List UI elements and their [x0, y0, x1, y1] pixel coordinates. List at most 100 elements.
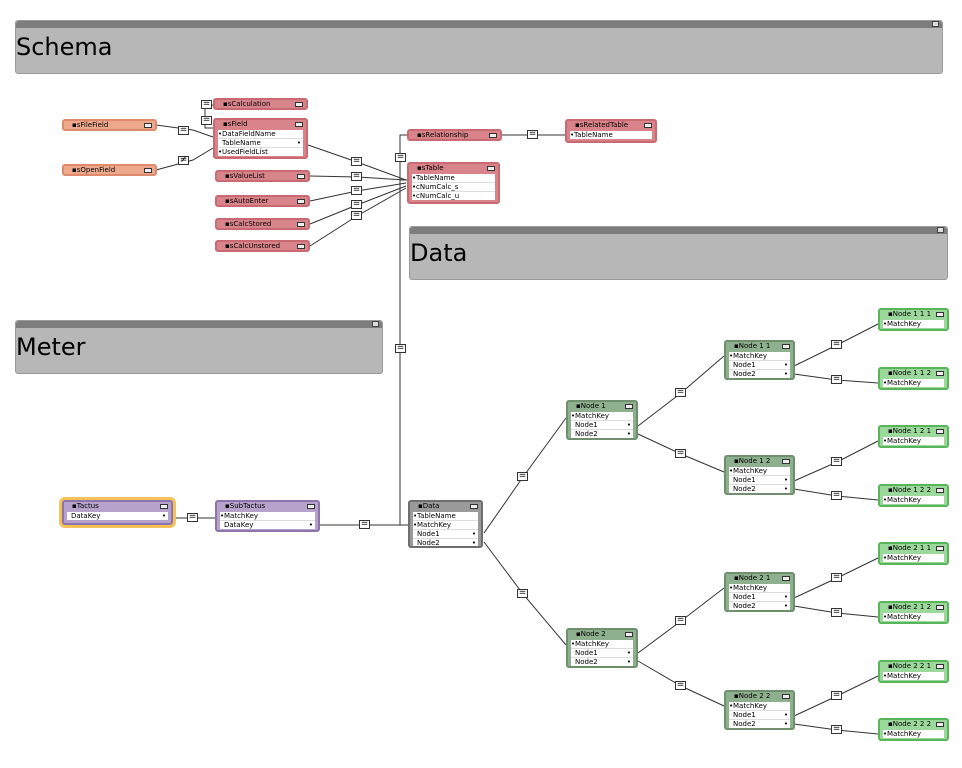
table-srelationship[interactable]: ▪sRelationship [407, 129, 502, 141]
field-row[interactable]: •MatchKey [883, 672, 922, 680]
field-row[interactable]: Node1• [571, 649, 633, 658]
table-node-1-1-1[interactable]: ▪Node 1 1 1 •MatchKey [878, 308, 949, 331]
collapse-icon[interactable] [782, 344, 790, 349]
equal-operator[interactable]: = [831, 490, 842, 500]
field-row[interactable]: •MatchKey [220, 512, 315, 521]
field-row[interactable]: Node1• [729, 476, 790, 485]
data-group[interactable]: Data [409, 226, 948, 280]
field-row[interactable]: Node1• [729, 593, 790, 602]
field-row[interactable]: •MatchKey [883, 379, 922, 387]
collapse-icon[interactable] [297, 222, 305, 227]
field-row[interactable]: •MatchKey [729, 584, 790, 593]
field-row[interactable]: •MatchKey [729, 467, 790, 476]
field-row[interactable]: •MatchKey [729, 352, 790, 361]
field-row[interactable]: •TableName [412, 174, 495, 183]
equal-operator[interactable]: = [178, 125, 189, 135]
collapse-icon[interactable] [625, 404, 633, 409]
collapse-icon[interactable] [487, 166, 495, 171]
field-row[interactable]: TableName• [218, 139, 303, 148]
table-node-2-1[interactable]: ▪Node 2 1 •MatchKey Node1• Node2• [724, 572, 795, 612]
equal-operator[interactable]: = [675, 448, 686, 458]
equal-operator[interactable]: = [675, 615, 686, 625]
table-subtactus[interactable]: ▪SubTactus •MatchKey DataKey• [215, 500, 320, 532]
collapse-icon[interactable] [782, 694, 790, 699]
table-node-2-2-1[interactable]: ▪Node 2 2 1 •MatchKey [878, 660, 949, 683]
field-row[interactable]: Node1• [571, 421, 633, 430]
table-sfield[interactable]: ▪sField •DataFieldName TableName• •UsedF… [213, 118, 308, 159]
field-row[interactable]: •MatchKey [729, 702, 790, 711]
field-row[interactable]: •MatchKey [883, 613, 922, 621]
collapse-icon[interactable] [144, 168, 152, 173]
field-row[interactable]: Node2• [733, 485, 788, 493]
field-row[interactable]: Node1• [729, 711, 790, 720]
table-node-1-2-2[interactable]: ▪Node 1 2 2 •MatchKey [878, 484, 949, 507]
field-row[interactable]: •MatchKey [883, 496, 922, 504]
equal-operator[interactable]: = [527, 129, 538, 139]
collapse-icon[interactable] [937, 227, 944, 233]
equal-operator[interactable]: = [831, 374, 842, 384]
equal-operator[interactable]: = [517, 471, 528, 481]
table-node-1[interactable]: ▪Node 1 •MatchKey Node1• Node2• [566, 400, 638, 440]
collapse-icon[interactable] [307, 504, 315, 509]
field-row[interactable]: •UsedFieldList [218, 148, 268, 156]
table-node-2[interactable]: ▪Node 2 •MatchKey Node1• Node2• [566, 628, 638, 668]
collapse-icon[interactable] [625, 632, 633, 637]
table-node-2-1-2[interactable]: ▪Node 2 1 2 •MatchKey [878, 601, 949, 624]
table-scalcstored[interactable]: ▪sCalcStored [215, 218, 310, 230]
equal-operator[interactable]: = [351, 156, 362, 166]
equal-operator[interactable]: = [675, 387, 686, 397]
field-row[interactable]: •MatchKey [571, 412, 633, 421]
field-row[interactable]: •MatchKey [571, 640, 633, 649]
collapse-icon[interactable] [489, 133, 497, 138]
collapse-icon[interactable] [297, 174, 305, 179]
equal-operator[interactable]: = [831, 724, 842, 734]
field-row[interactable]: •cNumCalc_s [412, 183, 495, 192]
field-row[interactable]: •TableName [570, 131, 613, 139]
table-srelatedtable[interactable]: ▪sRelatedTable •TableName [565, 119, 657, 143]
collapse-icon[interactable] [160, 504, 168, 509]
table-sfilefield[interactable]: ▪sFileField [62, 119, 157, 131]
equal-operator[interactable]: = [359, 519, 370, 529]
equal-operator[interactable]: = [395, 152, 406, 162]
field-row[interactable]: •TableName [413, 512, 478, 521]
table-node-2-1-1[interactable]: ▪Node 2 1 1 •MatchKey [878, 542, 949, 565]
equal-operator[interactable]: = [201, 115, 212, 125]
collapse-icon[interactable] [295, 102, 303, 107]
field-row[interactable]: •MatchKey [883, 730, 922, 738]
field-row[interactable]: •cNumCalc_u [412, 192, 460, 200]
field-row[interactable]: Node2• [575, 430, 631, 438]
collapse-icon[interactable] [932, 21, 939, 27]
table-svaluelist[interactable]: ▪sValueList [215, 170, 310, 182]
table-node-1-1[interactable]: ▪Node 1 1 •MatchKey Node1• Node2• [724, 340, 795, 380]
equal-operator[interactable]: = [831, 572, 842, 582]
equal-operator[interactable]: = [831, 339, 842, 349]
collapse-icon[interactable] [936, 722, 944, 727]
field-row[interactable]: DataKey• [71, 512, 166, 520]
field-row[interactable]: •MatchKey [883, 437, 922, 445]
table-node-1-2-1[interactable]: ▪Node 1 2 1 •MatchKey [878, 425, 949, 448]
collapse-icon[interactable] [936, 371, 944, 376]
table-stable[interactable]: ▪sTable •TableName •cNumCalc_s •cNumCalc… [407, 162, 500, 204]
collapse-icon[interactable] [782, 459, 790, 464]
field-row[interactable]: Node2• [575, 658, 631, 666]
equal-operator[interactable]: = [351, 199, 362, 209]
collapse-icon[interactable] [297, 199, 305, 204]
collapse-icon[interactable] [144, 123, 152, 128]
table-data[interactable]: ▪Data •TableName •MatchKey Node1• Node2• [408, 500, 483, 548]
field-row[interactable]: Node1• [413, 530, 478, 539]
field-row[interactable]: •MatchKey [883, 554, 922, 562]
schema-group[interactable]: Schema [15, 20, 943, 74]
field-row[interactable]: Node1• [729, 361, 790, 370]
table-node-2-2-2[interactable]: ▪Node 2 2 2 •MatchKey [878, 718, 949, 741]
collapse-icon[interactable] [936, 312, 944, 317]
table-node-2-2[interactable]: ▪Node 2 2 •MatchKey Node1• Node2• [724, 690, 795, 730]
table-node-1-2[interactable]: ▪Node 1 2 •MatchKey Node1• Node2• [724, 455, 795, 495]
equal-operator[interactable]: = [675, 680, 686, 690]
not-equal-operator[interactable]: ≠ [178, 155, 189, 165]
field-row[interactable]: Node2• [733, 602, 788, 610]
collapse-icon[interactable] [644, 123, 652, 128]
equal-operator[interactable]: = [831, 607, 842, 617]
table-sautoenter[interactable]: ▪sAutoEnter [215, 195, 310, 207]
equal-operator[interactable]: = [831, 456, 842, 466]
field-row[interactable]: Node2• [733, 370, 788, 378]
